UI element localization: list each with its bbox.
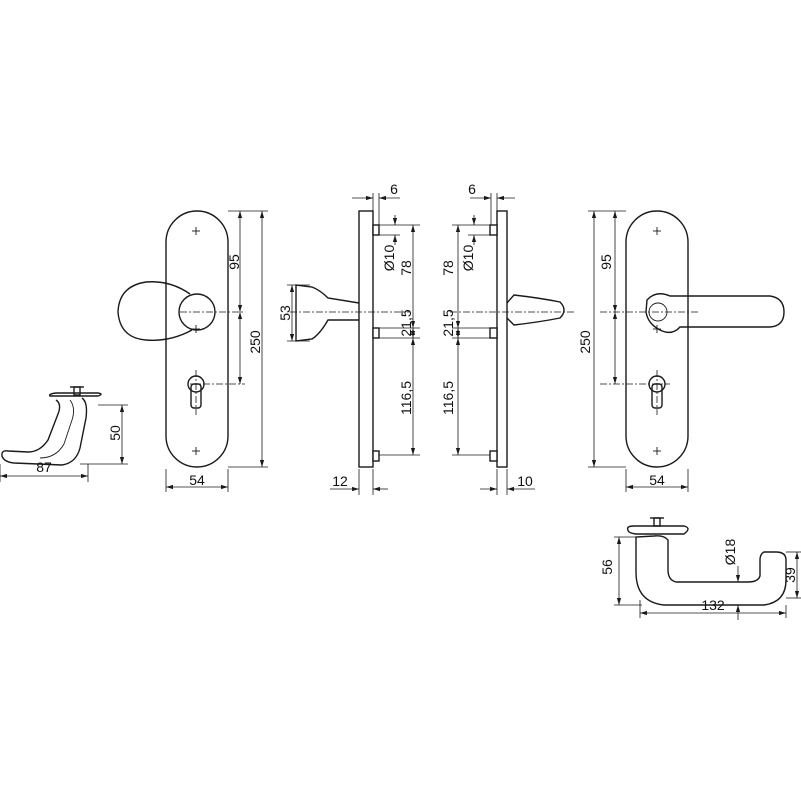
dim-knob-plate-thickness: 6 [390,181,398,197]
lever-top-view [614,517,801,620]
dim-lever-width: 87 [36,459,52,475]
dim-knob-bolt-diameter: Ø10 [381,245,397,272]
lever-plate-front [588,210,785,492]
dim-lever-plate-width: 54 [649,472,665,488]
dim-lever-plate-thickness: 6 [468,181,476,197]
dim-lever-length: 132 [701,597,725,613]
dim-knob-total: 250 [247,330,263,354]
knob-plate-front [117,210,268,492]
dim-lever-fix-upper: 78 [440,260,456,276]
dim-lever-fix-mid: 21,5 [440,309,456,336]
dim-knob-fix-upper: 78 [398,260,414,276]
dim-lever-offset: 10 [517,473,533,489]
dim-knob-fix-lower: 116,5 [398,381,414,415]
dim-knob-offset: 12 [332,473,348,489]
dim-lever-total: 250 [577,330,593,354]
knob-side-section [287,193,420,495]
dim-lever-fix-lower: 116,5 [440,381,456,415]
lever-side-view [0,386,128,482]
dim-lever-bolt-diameter: Ø10 [460,245,476,272]
dim-lever-grip-diameter: Ø18 [722,539,738,566]
dim-lever-top-height: 56 [599,559,615,575]
dim-lever-grip-height: 39 [782,567,798,583]
dim-knob-plate-width: 54 [189,472,205,488]
dim-knob-projection: 53 [277,305,293,321]
dim-knob-fix-mid: 21,5 [398,309,414,336]
dim-lever-upper: 95 [598,254,614,270]
lever-side-section [450,193,575,495]
dim-knob-upper: 95 [226,254,242,270]
dim-lever-height: 50 [107,425,123,441]
